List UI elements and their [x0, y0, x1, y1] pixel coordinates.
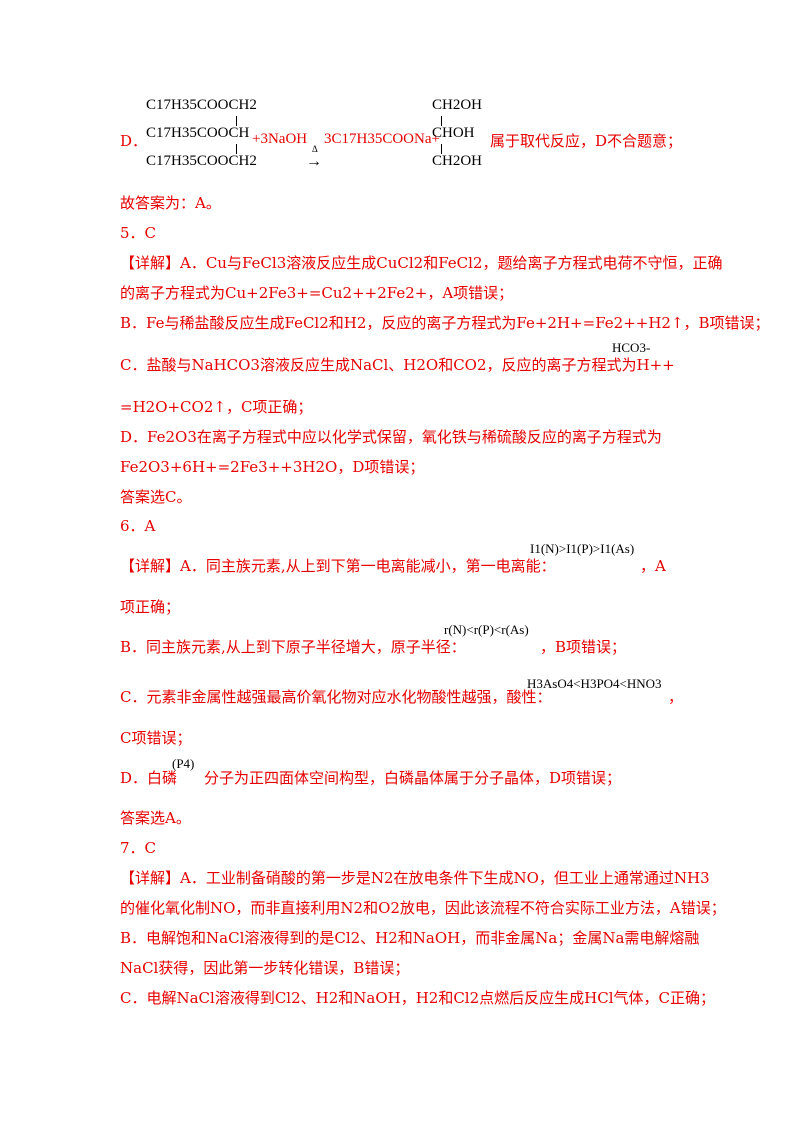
- q5-explain-d1: D．Fe2O3在离子方程式中应以化学式保留，氧化铁与稀硫酸反应的离子方程式为: [120, 428, 662, 446]
- bicarbonate-ion: HCO3-: [612, 340, 651, 355]
- q6-c-tail: ，: [668, 688, 684, 706]
- q5-explain-a2: 的离子方程式为Cu+2Fe3+=Cu2++2Fe2+，A项错误；: [120, 284, 514, 302]
- q7-explain-a1: 【详解】A．工业制备硝酸的第一步是N2在放电条件下生成NO，但工业上通常通过NH…: [120, 869, 710, 887]
- q5-explain-a1: 【详解】A．Cu与FeCl3溶液反应生成CuCl2和FeCl2，题给离子方程式电…: [120, 254, 723, 272]
- white-phosphorus-formula: (P4): [172, 756, 195, 771]
- q4-answer: 故答案为：A。: [120, 194, 221, 212]
- glycerol-row-2: CHOH: [432, 125, 475, 141]
- bond-line: [441, 144, 442, 154]
- reaction-arrow: →: [306, 153, 322, 170]
- q7-explain-b1: B．电解饱和NaCl溶液得到的是Cl2、H2和NaOH，而非金属Na；金属Na需…: [120, 929, 700, 947]
- q5-explain-c2: =H2O+CO2↑，C项正确；: [120, 398, 313, 416]
- q6-explain-c1: C．元素非金属性越强最高价氧化物对应水化物酸性越强，酸性：: [120, 688, 552, 706]
- bond-line: [441, 116, 442, 126]
- heat-symbol: Δ: [312, 144, 318, 154]
- q6-answer: 答案选A。: [120, 809, 191, 827]
- q6-explain-d-tail: 分子为正四面体空间构型，白磷晶体属于分子晶体，D项错误；: [204, 769, 622, 787]
- q7-explain-a2: 的催化氧化制NO，而非直接利用N2和O2放电，因此该流程不符合实际工业方法，A错…: [120, 899, 726, 917]
- q6-explain-d-head: D．白磷: [120, 769, 178, 787]
- soap-product: 3C17H35COONa+: [324, 131, 440, 147]
- q6-explain-a1: 【详解】A．同主族元素,从上到下第一电离能减小，第一电离能：: [120, 557, 556, 575]
- triglyceride-row-1: C17H35COOCH2: [146, 97, 257, 113]
- q5-explain-d2: Fe2O3+6H+=2Fe3++3H2O，D项错误；: [120, 458, 425, 476]
- q6-b-tail: ，B项错误；: [540, 638, 627, 656]
- ionization-energy-order: I1(N)>I1(P)>I1(As): [530, 541, 635, 556]
- q5-explain-b: B．Fe与稀盐酸反应生成FeCl2和H2，反应的离子方程式为Fe+2H+=Fe2…: [120, 314, 770, 332]
- q6-a-tail: ，A: [640, 557, 666, 575]
- q6-explain-c2: C项错误；: [120, 729, 192, 747]
- bond-line: [236, 116, 237, 126]
- option-d-conclusion: 属于取代反应，D不合题意；: [490, 132, 683, 150]
- q5-explain-c1: C．盐酸与NaHCO3溶液反应生成NaCl、H2O和CO2，反应的离子方程式为H…: [120, 356, 675, 374]
- q7-explain-c1: C．电解NaCl溶液得到Cl2、H2和NaOH，H2和Cl2点燃后反应生成HCl…: [120, 989, 715, 1007]
- acidity-order: H3AsO4<H3PO4<HNO3: [527, 676, 662, 691]
- option-d-label: D．: [120, 132, 148, 150]
- q7-number: 7．C: [120, 839, 157, 857]
- triglyceride-row-2: C17H35COOCH: [146, 125, 250, 141]
- triglyceride-row-3: C17H35COOCH2: [146, 153, 257, 169]
- q6-number: 6．A: [120, 517, 156, 535]
- q6-explain-b1: B．同主族元素,从上到下原子半径增大，原子半径：: [120, 638, 466, 656]
- q6-explain-a2: 项正确；: [120, 598, 181, 616]
- q5-answer: 答案选C。: [120, 488, 192, 506]
- plus-naoh: +3NaOH: [252, 131, 308, 147]
- bond-line: [236, 144, 237, 154]
- glycerol-row-3: CH2OH: [432, 153, 483, 169]
- q5-number: 5．C: [120, 224, 157, 242]
- q7-explain-b2: NaCl获得，因此第一步转化错误，B错误；: [120, 959, 410, 977]
- atomic-radius-order: r(N)<r(P)<r(As): [444, 622, 529, 637]
- glycerol-row-1: CH2OH: [432, 97, 483, 113]
